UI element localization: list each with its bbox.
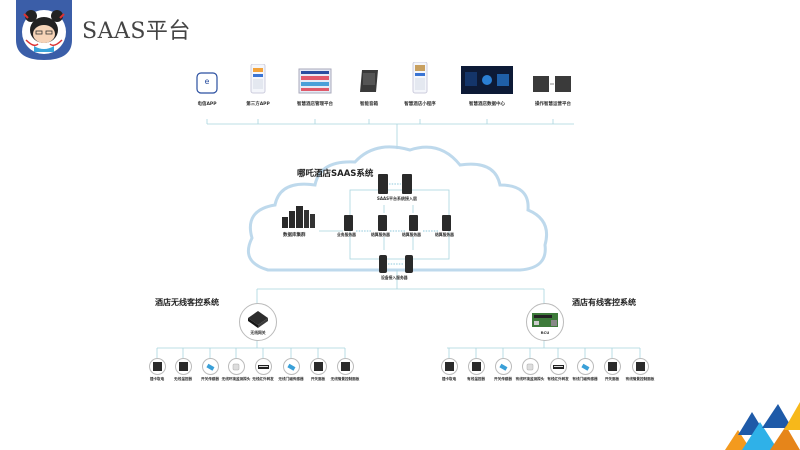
device-access-server-icon (379, 255, 413, 273)
top-app-item: 智慧酒店数据中心 (457, 64, 517, 107)
switch-panel-icon (309, 358, 327, 375)
device-label: 插卡取电 (441, 377, 457, 381)
wireless-gateway-icon (248, 311, 268, 328)
device-access-label: 设备接入服务器 (381, 275, 408, 280)
device-item: 无线温控器 (163, 358, 203, 382)
girl-mascot-shield-icon (16, 0, 72, 60)
device-label: 无线门磁传感器 (278, 377, 304, 381)
device-item: 插卡取电 (137, 358, 177, 382)
device-label: 有线情景控制面板 (625, 377, 655, 381)
device-item: 有线情景控制面板 (620, 358, 660, 382)
device-item: 有线环境监测探头 (510, 358, 550, 382)
env-sensor-icon (521, 358, 539, 375)
business-server-icon (344, 215, 353, 231)
device-label: 开关面板 (310, 377, 326, 381)
top-app-label: 电信APP (197, 102, 217, 107)
ir-blaster-icon (254, 358, 272, 375)
top-app-item: 操作智慧运营平台 (523, 64, 583, 107)
wireless-gateway-label: 无线网关 (250, 330, 266, 335)
device-label: 有线环境监测探头 (515, 377, 545, 381)
device-item: 无线环境监测探头 (216, 358, 256, 382)
top-app-item: e 电信APP (177, 64, 237, 107)
logo (14, 0, 74, 60)
device-label: 开关传感器 (494, 377, 512, 381)
env-sensor-icon (227, 358, 245, 375)
device-item: 无线情景控制面板 (325, 358, 365, 382)
card-switch-icon (440, 358, 458, 375)
page-title: SAAS平台 (82, 19, 191, 44)
device-label: 无线红外转发 (252, 377, 274, 381)
top-app-item: 第三方APP (228, 64, 288, 107)
device-label: 有线门磁传感器 (572, 377, 598, 381)
rcu-board-icon (532, 313, 558, 327)
device-label: 有线红外转发 (547, 377, 569, 381)
db-cluster-label: 数据库集群 (283, 233, 306, 238)
scene-panel-icon (336, 358, 354, 375)
cluster-node-icon (378, 215, 387, 231)
device-item: 无线门磁传感器 (271, 358, 311, 382)
ir-blaster-icon (549, 358, 567, 375)
device-label: 开关面板 (604, 377, 620, 381)
top-app-item: 智能音箱 (339, 64, 399, 107)
mini-program-phone-icon (390, 62, 450, 94)
top-app-label: 智慧酒店数据中心 (469, 102, 505, 107)
top-app-label: 智慧酒店管理平台 (297, 102, 333, 107)
thermostat-icon (467, 358, 485, 375)
device-item: 有线门磁传感器 (565, 358, 605, 382)
device-item: 有线温控器 (456, 358, 496, 382)
device-item: 插卡取电 (429, 358, 469, 382)
cluster-node-label: 结算服务器 (402, 232, 421, 237)
top-app-label: 智慧酒店小程序 (404, 102, 436, 107)
rcu-label: RCU (540, 330, 550, 335)
data-center-screen-icon (457, 64, 517, 94)
device-label: 无线情景控制面板 (330, 377, 360, 381)
cluster-node-icon (409, 215, 418, 231)
thermostat-icon (174, 358, 192, 375)
saas-entry-server-icon (378, 174, 412, 194)
device-label: 插卡取电 (149, 377, 165, 381)
card-switch-icon (148, 358, 166, 375)
device-item: 开关面板 (298, 358, 338, 382)
corner-triangles-decoration (725, 402, 800, 450)
top-app-label: 第三方APP (246, 102, 270, 107)
device-item: 开关传感器 (483, 358, 523, 382)
db-cluster-icon (282, 206, 315, 228)
cloud-shape (247, 145, 549, 272)
cluster-node-label: 结算服务器 (435, 232, 454, 237)
rcu-unit: RCU (526, 303, 564, 341)
business-server-label: 业务服务器 (337, 232, 356, 237)
smart-speaker-icon (339, 64, 399, 94)
door-sensor-icon (201, 358, 219, 375)
device-label: 无线环境监测探头 (221, 377, 251, 381)
device-label: 开关传感器 (201, 377, 219, 381)
wireless-system-title: 酒店无线客控系统 (155, 298, 219, 307)
cluster-node-label: 结算服务器 (371, 232, 390, 237)
switch-panel-icon (603, 358, 621, 375)
top-app-label: 操作智慧运营平台 (535, 102, 571, 107)
device-item: 开关传感器 (190, 358, 230, 382)
wired-system-title: 酒店有线客控系统 (572, 298, 636, 307)
telecom-app-icon: e (177, 64, 237, 94)
saas-entry-label: SAAS平台系统接入层 (377, 196, 417, 201)
device-label: 有线温控器 (467, 377, 485, 381)
magnetic-sensor-icon (576, 358, 594, 375)
cloud-title: 哪吒酒店SAAS系统 (297, 169, 374, 179)
top-app-label: 智能音箱 (360, 102, 378, 107)
device-item: 开关面板 (592, 358, 632, 382)
door-sensor-icon (494, 358, 512, 375)
scene-panel-icon (631, 358, 649, 375)
top-app-item: 智慧酒店管理平台 (285, 64, 345, 107)
svg-text:e: e (205, 77, 210, 86)
wireless-gateway: 无线网关 (239, 303, 277, 341)
magnetic-sensor-icon (282, 358, 300, 375)
device-item: 有线红外转发 (538, 358, 578, 382)
top-app-item: 智慧酒店小程序 (390, 62, 450, 107)
dashboard-grid-icon (285, 64, 345, 94)
device-item: 无线红外转发 (243, 358, 283, 382)
phone-app-icon (228, 64, 288, 94)
server-pair-icon (523, 64, 583, 94)
device-label: 无线温控器 (174, 377, 192, 381)
cluster-node-icon (442, 215, 451, 231)
